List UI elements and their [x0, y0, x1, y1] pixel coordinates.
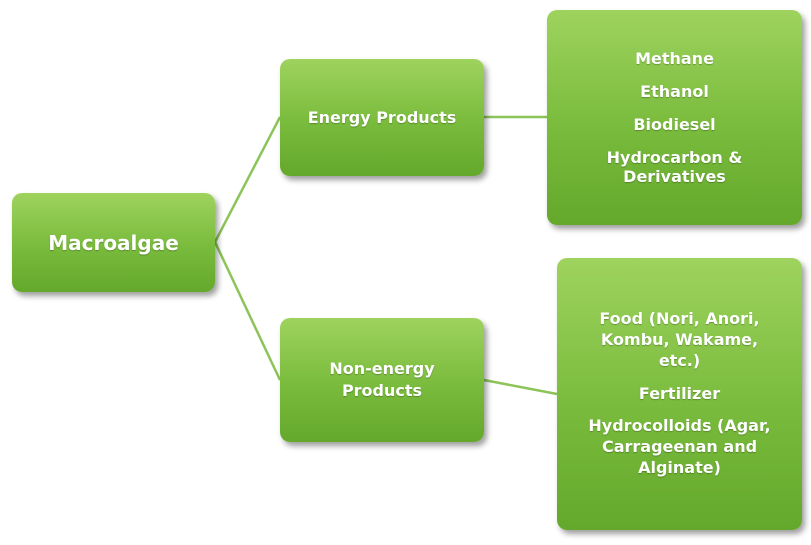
nonenergy-item-hydrocolloids: Hydrocolloids (Agar, Carrageenan and Alg…: [588, 416, 771, 477]
node-non-energy-products: Non-energy Products: [280, 318, 484, 442]
node-energy-products: Energy Products: [280, 59, 484, 176]
node-energy-products-label: Energy Products: [307, 108, 457, 127]
connector-root-to-nonenergy: [213, 241, 282, 381]
energy-item-ethanol: Ethanol: [640, 81, 709, 101]
node-energy-products-list: Methane Ethanol Biodiesel Hydrocarbon & …: [547, 10, 802, 225]
energy-item-hydrocarbon: Hydrocarbon & Derivatives: [606, 148, 743, 187]
node-macroalgae-label: Macroalgae: [48, 230, 179, 255]
nonenergy-item-food: Food (Nori, Anori, Kombu, Wakame, etc.): [599, 309, 760, 370]
nonenergy-item-fertilizer: Fertilizer: [638, 383, 721, 403]
connector-root-to-energy: [213, 116, 282, 243]
connector-nonenergy-to-list: [483, 378, 558, 396]
node-non-energy-products-label: Non-energy Products: [329, 359, 435, 400]
energy-item-methane: Methane: [635, 48, 714, 68]
energy-item-biodiesel: Biodiesel: [633, 114, 716, 134]
node-non-energy-products-list: Food (Nori, Anori, Kombu, Wakame, etc.) …: [557, 258, 802, 530]
node-macroalgae: Macroalgae: [12, 193, 215, 292]
